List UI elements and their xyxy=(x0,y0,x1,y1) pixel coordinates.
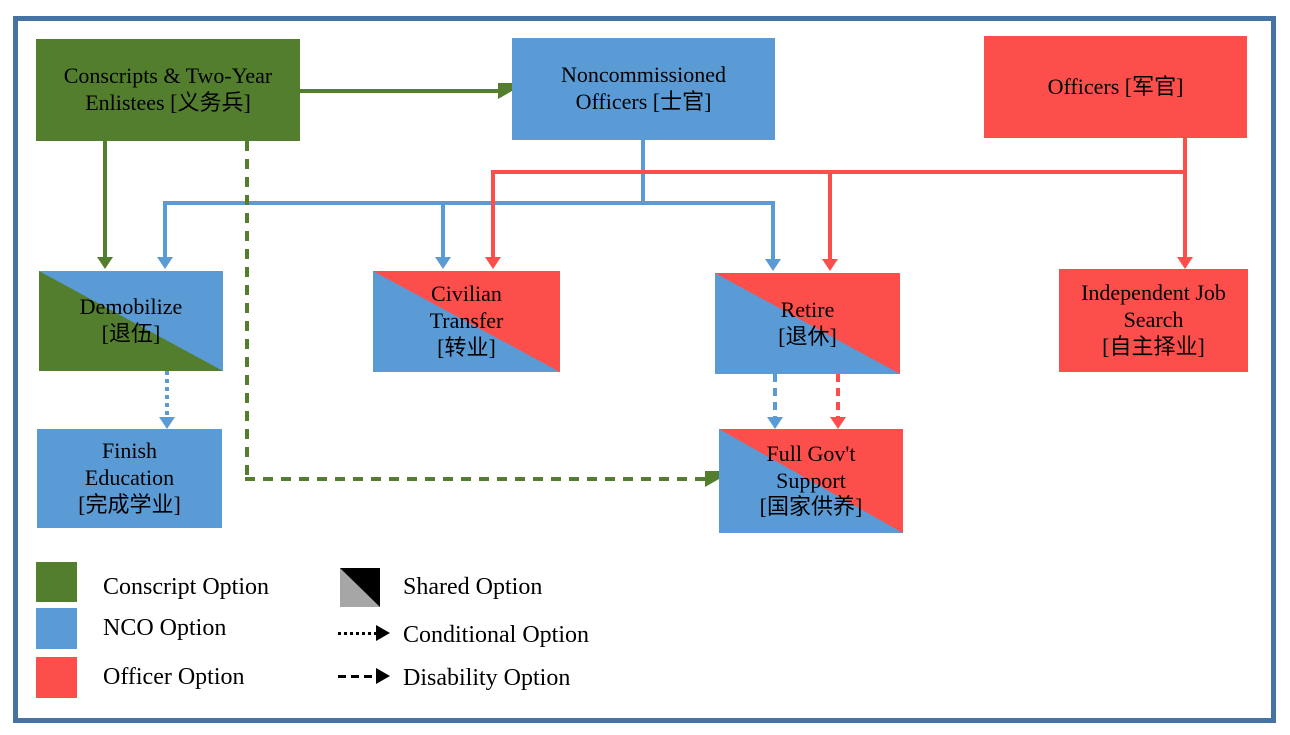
legend-conscript-swatch xyxy=(36,562,77,602)
legend-nco-label: NCO Option xyxy=(103,615,227,641)
edge-officers-retire-line xyxy=(828,170,832,261)
edge-retire-fullgov-blue-line xyxy=(773,374,777,417)
edge-officers-stem-line xyxy=(1183,138,1187,257)
node-nco-label: Noncommissioned Officers [士官] xyxy=(561,62,726,114)
edge-demobilize-finish-arrowhead xyxy=(159,417,175,429)
edge-officers-ijs-arrowhead xyxy=(1177,257,1193,269)
edge-officers-retire-arrowhead xyxy=(822,259,838,271)
diagram-border xyxy=(13,16,1276,723)
edge-officers-civilian-transfer-arrowhead xyxy=(485,257,501,269)
edge-conscripts-fullgov-hline xyxy=(245,477,705,481)
edge-conscripts-demobilize-arrowhead xyxy=(97,257,113,269)
edge-retire-fullgov-blue-arrowhead xyxy=(767,417,783,429)
legend-conditional-arrowhead xyxy=(376,625,390,641)
edge-nco-retire-line xyxy=(771,201,775,261)
edge-nco-demobilize-arrowhead xyxy=(157,257,173,269)
legend-disability-arrow-line xyxy=(338,675,376,678)
node-full-govt-support-label: Full Gov't Support [国家供养] xyxy=(759,440,863,520)
edge-nco-civilian-transfer-arrowhead xyxy=(435,257,451,269)
node-finish-education: Finish Education [完成学业] xyxy=(37,429,222,528)
edge-officers-horizontal-line xyxy=(491,170,1187,174)
node-retire: Retire [退休] xyxy=(715,273,900,374)
legend-conscript-label: Conscript Option xyxy=(103,574,269,600)
edge-demobilize-finish-line xyxy=(165,371,169,417)
node-officers: Officers [军官] xyxy=(984,36,1247,138)
edge-conscripts-nco-line xyxy=(300,89,500,93)
legend-disability-label: Disability Option xyxy=(403,665,571,691)
edge-officers-civilian-transfer-line xyxy=(491,170,495,259)
edge-nco-civilian-transfer-line xyxy=(441,201,445,259)
node-civilian-transfer-label: Civilian Transfer [转业] xyxy=(429,281,504,360)
node-nco: Noncommissioned Officers [士官] xyxy=(512,38,775,140)
edge-conscripts-demobilize-line xyxy=(103,141,107,259)
edge-conscripts-nco-arrowhead xyxy=(498,83,512,99)
legend-shared-label: Shared Option xyxy=(403,574,543,600)
legend-conditional-label: Conditional Option xyxy=(403,622,589,648)
legend-nco-swatch xyxy=(36,608,77,649)
edge-conscripts-fullgov-vline xyxy=(245,141,249,480)
edge-nco-demobilize-line xyxy=(163,201,167,259)
node-full-govt-support: Full Gov't Support [国家供养] xyxy=(719,429,903,533)
node-officers-label: Officers [军官] xyxy=(1047,73,1184,99)
edge-retire-fullgov-red-arrowhead xyxy=(830,417,846,429)
edge-retire-fullgov-red-line xyxy=(836,374,840,417)
node-finish-education-label: Finish Education [完成学业] xyxy=(78,438,181,517)
legend-officer-label: Officer Option xyxy=(103,664,245,690)
legend-conditional-arrow-line xyxy=(338,632,376,635)
edge-conscripts-fullgov-arrowhead xyxy=(705,471,719,487)
node-independent-job-search-label: Independent Job Search [自主择业] xyxy=(1081,280,1226,359)
edge-nco-retire-arrowhead xyxy=(765,259,781,271)
edge-nco-horizontal-line xyxy=(163,201,775,205)
node-conscripts-label: Conscripts & Two-Year Enlistees [义务兵] xyxy=(63,63,273,115)
legend-shared-swatch xyxy=(340,568,380,607)
shared-gray-triangle xyxy=(340,568,380,607)
node-demobilize-label: Demobilize [退伍] xyxy=(79,294,183,346)
node-retire-label: Retire [退休] xyxy=(778,296,837,349)
node-demobilize: Demobilize [退伍] xyxy=(39,271,223,371)
node-independent-job-search: Independent Job Search [自主择业] xyxy=(1059,269,1248,372)
node-conscripts: Conscripts & Two-Year Enlistees [义务兵] xyxy=(36,39,300,141)
node-civilian-transfer: Civilian Transfer [转业] xyxy=(373,271,560,372)
legend-disability-arrowhead xyxy=(376,668,390,684)
legend-officer-swatch xyxy=(36,657,77,698)
